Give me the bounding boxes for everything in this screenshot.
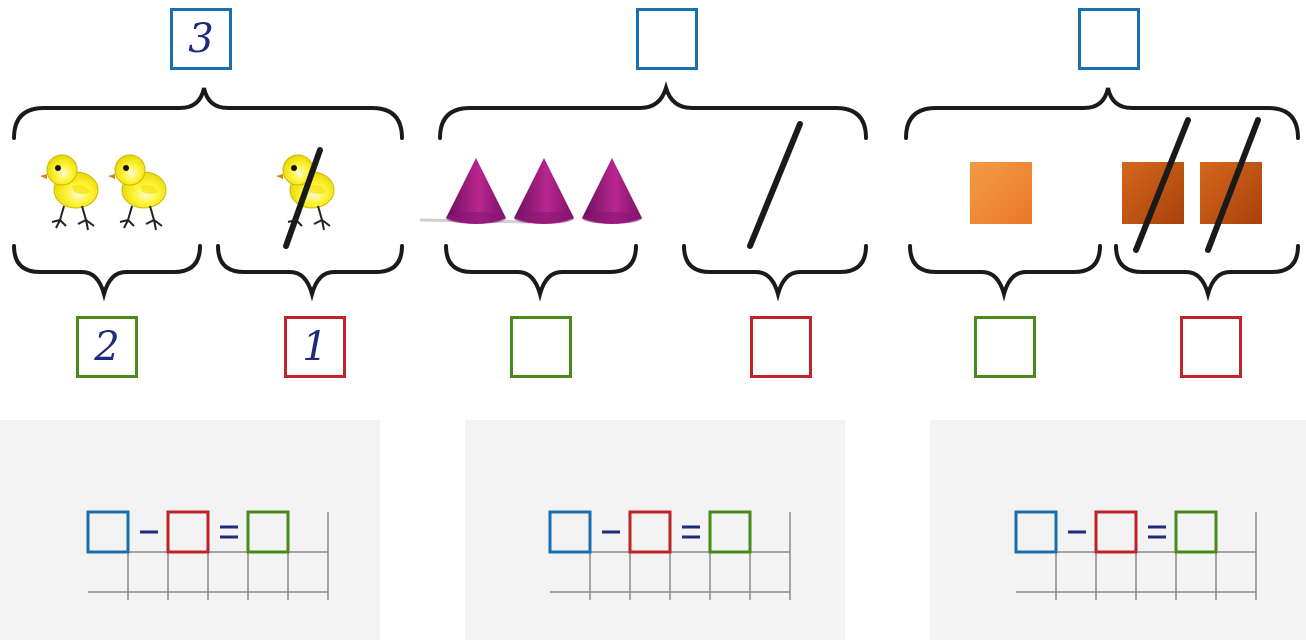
equation-box-total <box>1016 512 1056 552</box>
cross-out-line <box>750 124 800 246</box>
equation-box-total <box>88 512 128 552</box>
equation-box-part1 <box>1176 512 1216 552</box>
bottom-brace-3b <box>1116 246 1298 294</box>
total-box-3[interactable] <box>1078 8 1140 70</box>
cone-icon <box>514 158 574 224</box>
part1-box-1[interactable]: 2 <box>76 316 138 378</box>
bottom-brace-3a <box>910 246 1100 294</box>
bottom-brace-2a <box>446 246 636 294</box>
total-box-1[interactable]: 3 <box>170 8 232 70</box>
orange-square-icon <box>970 162 1032 224</box>
top-brace-1 <box>14 88 402 138</box>
top-brace-3 <box>906 88 1298 138</box>
equation-box-part2 <box>168 512 208 552</box>
equation-box-part1 <box>710 512 750 552</box>
equation-box-total <box>550 512 590 552</box>
chick-icon <box>40 155 98 230</box>
cone-icon <box>582 158 642 224</box>
bottom-brace-2b <box>684 246 866 294</box>
equation-box-part2 <box>1096 512 1136 552</box>
equation-box-part2 <box>630 512 670 552</box>
chick-icon <box>108 155 166 230</box>
bottom-brace-1b <box>218 246 402 294</box>
part2-box-1[interactable]: 1 <box>284 316 346 378</box>
bottom-brace-1a <box>14 246 200 294</box>
part1-box-3[interactable] <box>974 316 1036 378</box>
part2-box-2[interactable] <box>750 316 812 378</box>
cone-icon <box>446 158 506 224</box>
total-box-2[interactable] <box>636 8 698 70</box>
part1-box-2[interactable] <box>510 316 572 378</box>
part2-box-3[interactable] <box>1180 316 1242 378</box>
top-brace-2 <box>440 88 866 138</box>
equation-box-part1 <box>248 512 288 552</box>
